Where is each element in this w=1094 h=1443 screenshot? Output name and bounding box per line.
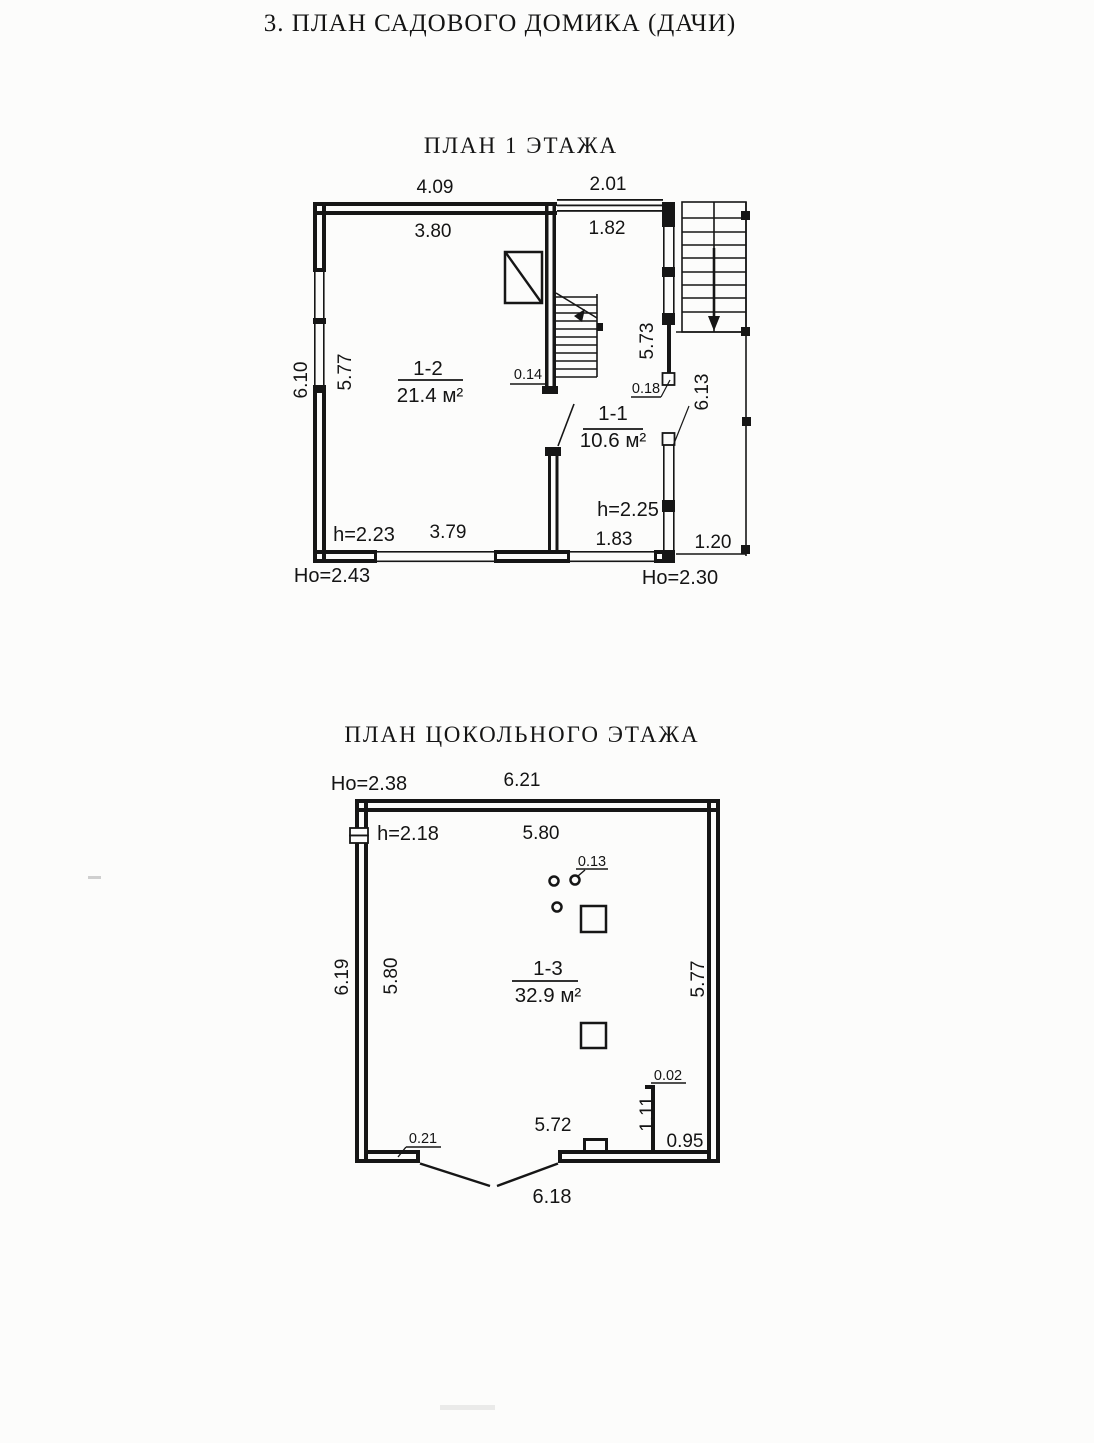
dim-leader-613 <box>672 405 690 447</box>
stair-direction-arrow <box>574 309 585 322</box>
column-symbol <box>579 1021 608 1050</box>
floor1-plan: 4.09 2.01 3.80 1.82 6.10 5.77 1-2 21.4 м… <box>291 174 751 589</box>
stair-down-arrow <box>708 316 720 331</box>
exterior-staircase <box>681 201 747 333</box>
post-symbol <box>548 875 560 887</box>
basement-plan: Но=2.38 6.21 h=2.18 5.80 0.13 6.19 5.80 … <box>331 770 720 1208</box>
room12-number: 1-2 <box>413 357 443 380</box>
basement-bottom-wall <box>355 1138 719 1188</box>
dim-f1-top-entry-inner: 1.82 <box>589 218 626 239</box>
dim-b-height-inner: h=2.18 <box>377 823 439 845</box>
room11-number: 1-1 <box>598 402 628 425</box>
dim-f1-entry-bottom: 1.83 <box>596 529 633 550</box>
dim-b-partition-t: 0.02 <box>654 1068 682 1084</box>
dim-b-right-gap: 0.95 <box>667 1131 704 1152</box>
pier <box>583 1138 608 1141</box>
railing-post <box>741 211 750 220</box>
railing-post <box>741 327 750 336</box>
dim-f1-entry-wall: 0.18 <box>632 381 660 397</box>
dim-f1-height-room: h=2.23 <box>333 524 395 546</box>
room13-area: 32.9 м² <box>515 984 582 1007</box>
hatch-symbol <box>503 250 544 305</box>
right-wall <box>661 202 676 563</box>
dim-b-step: 0.21 <box>409 1131 437 1147</box>
dim-f1-ho-right: Но=2.30 <box>642 567 718 589</box>
basement-title: ПЛАН ЦОКОЛЬНОГО ЭТАЖА <box>344 722 699 747</box>
entrance-slope-line <box>419 1162 491 1188</box>
dim-f1-bottom-inner: 3.79 <box>430 522 467 543</box>
stair-cut-line <box>555 292 598 319</box>
railing-post <box>742 417 751 426</box>
scan-artifact <box>440 1405 495 1410</box>
dim-f1-terrace-side: 6.13 <box>692 374 713 411</box>
dim-f1-stair-wall: 0.14 <box>514 367 542 383</box>
post-symbol <box>551 901 563 913</box>
room11-area: 10.6 м² <box>580 429 647 452</box>
dim-f1-terrace-bottom: 1.20 <box>695 532 732 553</box>
room12-area: 21.4 м² <box>397 384 464 407</box>
dim-f1-top-inner: 3.80 <box>415 221 452 242</box>
dim-b-bottom-outer: 6.18 <box>533 1186 572 1208</box>
dim-b-left-inner: 5.80 <box>381 958 402 995</box>
dim-b-partition-len: 1.11 <box>637 1096 658 1132</box>
terrace-railing <box>676 202 751 556</box>
page-title: 3. ПЛАН САДОВОГО ДОМИКА (ДАЧИ) <box>264 10 736 37</box>
dim-b-top-inner: 5.80 <box>523 823 560 844</box>
entrance-slope-line <box>496 1162 559 1188</box>
post-symbol <box>569 874 581 886</box>
railing-post <box>741 545 750 554</box>
dim-b-top-outer: 6.21 <box>504 770 541 791</box>
basement-partition <box>645 1085 655 1150</box>
dim-f1-top-entry-outer: 2.01 <box>590 174 627 195</box>
dim-f1-left-outer: 6.10 <box>291 362 312 399</box>
basement-left-wall <box>349 799 369 1163</box>
dim-f1-entry-side: 5.73 <box>637 323 658 360</box>
dim-f1-top-outer: 4.09 <box>417 177 454 198</box>
vent-notch <box>349 834 369 844</box>
dim-b-right-inner: 5.77 <box>688 961 709 998</box>
interior-staircase <box>555 292 603 378</box>
column-symbol <box>579 904 608 934</box>
left-wall <box>313 202 326 563</box>
scan-artifact <box>88 876 101 879</box>
bottom-wall <box>313 550 675 563</box>
stair-wall <box>542 202 558 394</box>
room-partition <box>545 403 575 552</box>
dim-b-ho: Но=2.38 <box>331 773 407 795</box>
room13-number: 1-3 <box>533 957 563 980</box>
dim-f1-height-entry: h=2.25 <box>597 499 659 521</box>
dim-f1-left-inner: 5.77 <box>335 354 356 391</box>
vent-notch <box>349 827 369 837</box>
dim-f1-ho-left: Но=2.43 <box>294 565 370 587</box>
dim-b-post: 0.13 <box>578 854 606 870</box>
dim-b-left-outer: 6.19 <box>332 959 353 996</box>
dim-b-bottom-inner: 5.72 <box>535 1115 572 1136</box>
floor1-title: ПЛАН 1 ЭТАЖА <box>424 133 618 158</box>
door-swing-line <box>557 403 575 447</box>
